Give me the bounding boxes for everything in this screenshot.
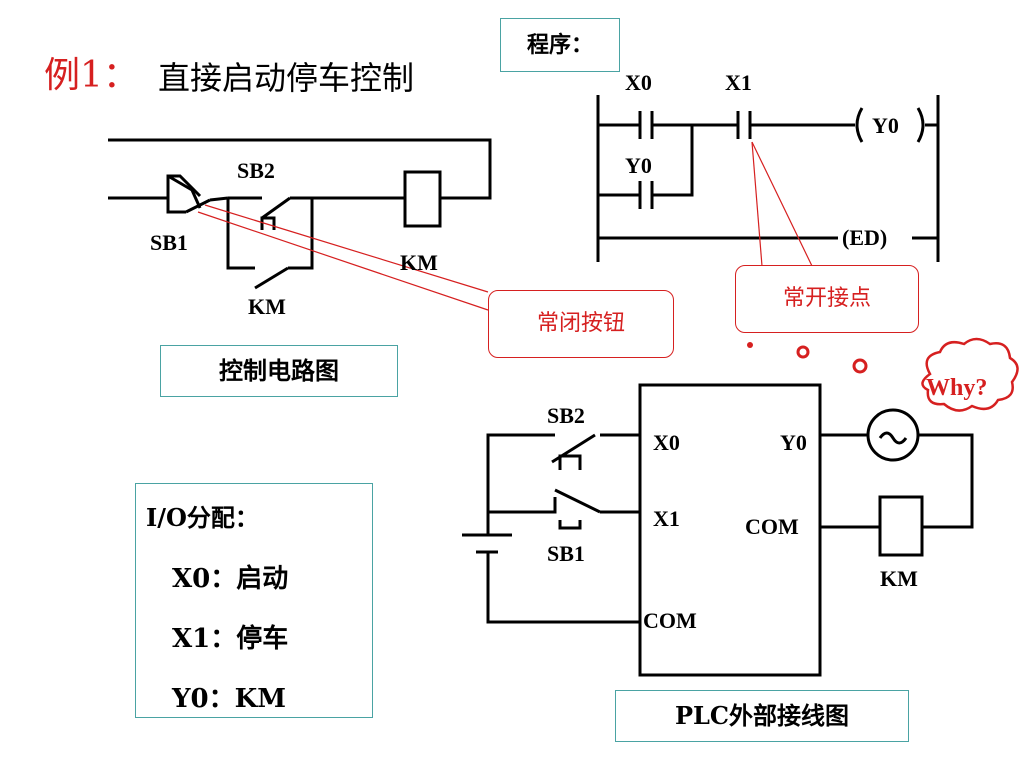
control-circuit-caption: 控制电路图 <box>219 356 339 385</box>
plc-sb1-label: SB1 <box>547 541 585 566</box>
sb1-label: SB1 <box>150 230 188 255</box>
callout-nc-button: 常闭按钮 <box>488 290 674 358</box>
io-heading: I/O分配： <box>146 503 259 532</box>
plc-wiring <box>462 383 974 677</box>
callout-nc-button-text: 常闭按钮 <box>536 311 625 336</box>
plc-km-label: KM <box>880 566 918 591</box>
ladder-y0-coil-label: Y0 <box>872 113 899 138</box>
ladder-y0-contact-label: Y0 <box>625 153 652 178</box>
sb1-nc-button-symbol <box>167 174 202 209</box>
sb2-label: SB2 <box>237 158 275 183</box>
io-row-x1: X1：停车 <box>172 624 289 654</box>
control-circuit-wiring <box>108 138 492 290</box>
ladder-end-label: (ED) <box>842 225 888 250</box>
plc-com-in-label: COM <box>643 608 697 633</box>
io-row-x0: X0：启动 <box>172 564 289 594</box>
io-row-y0: Y0：KM <box>172 684 287 714</box>
callout-pointers <box>197 141 813 311</box>
plc-com-out-label: COM <box>745 514 799 539</box>
page-title: 直接启动停车控制 <box>158 59 415 97</box>
why-cloud <box>921 337 1019 412</box>
plc-x0-label: X0 <box>653 430 680 455</box>
ladder-x0-label: X0 <box>625 70 652 95</box>
plc-wiring-caption: PLC外部接线图 <box>674 701 850 730</box>
program-label-box: 程序： <box>500 18 620 72</box>
program-label: 程序： <box>526 32 593 58</box>
plc-sb2-label: SB2 <box>547 403 585 428</box>
plc-y0-label: Y0 <box>780 430 807 455</box>
callout-no-contact: 常开接点 <box>735 265 919 333</box>
plc-wiring-caption-box: PLC外部接线图 <box>615 690 909 742</box>
ladder-x1-label: X1 <box>725 70 752 95</box>
plc-x1-label: X1 <box>653 506 680 531</box>
why-text: Why? <box>926 375 988 401</box>
title-prefix: 例1： <box>44 55 139 96</box>
io-assignment-box: I/O分配： X0：启动 X1：停车 Y0：KM <box>135 483 373 718</box>
ladder-diagram <box>596 95 940 262</box>
control-circuit-caption-box: 控制电路图 <box>160 345 398 397</box>
km-contact-label: KM <box>248 294 286 319</box>
km-coil-label: KM <box>400 250 438 275</box>
callout-no-contact-text: 常开接点 <box>782 286 871 311</box>
thought-dots <box>747 342 868 374</box>
